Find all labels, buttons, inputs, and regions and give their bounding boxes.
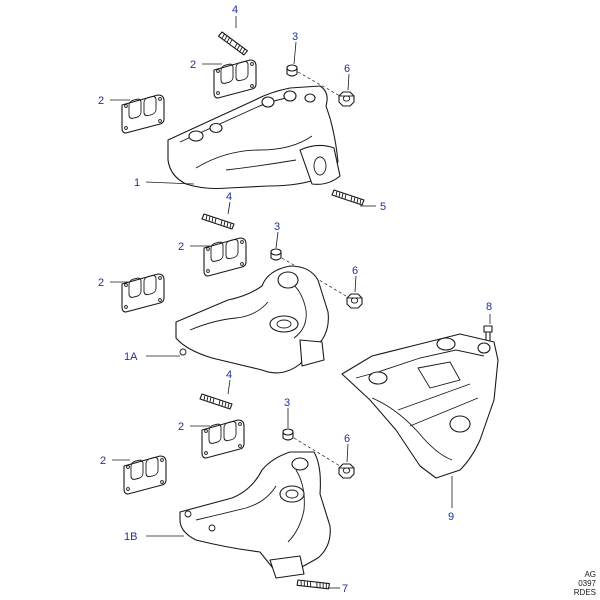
callout-4-top: 4 — [232, 4, 238, 16]
callout-3-top: 3 — [292, 31, 298, 43]
leader-1 — [145, 181, 195, 185]
spacer-3-top — [286, 64, 298, 77]
leader-3-top — [293, 41, 297, 65]
callout-4-mid: 4 — [226, 191, 232, 203]
stud-7 — [295, 573, 332, 596]
leader-6-mid — [354, 275, 357, 293]
leader-6-top — [347, 73, 350, 91]
gasket-2-mid-outer — [121, 273, 165, 313]
leader-4-bottom — [227, 379, 231, 395]
manifold-group-1b — [112, 379, 355, 596]
gasket-2-mid-inner — [203, 237, 247, 277]
exhaust-manifold-1b — [179, 451, 331, 574]
heat-shield-group — [341, 314, 499, 508]
callout-2-top-inner: 2 — [190, 59, 196, 71]
callout-9: 9 — [448, 511, 454, 523]
callout-3-bottom: 3 — [284, 397, 290, 409]
callout-5: 5 — [380, 201, 386, 213]
callout-8: 8 — [486, 301, 492, 313]
gasket-2-top-inner — [213, 59, 257, 99]
heat-shield — [341, 333, 499, 479]
diagram-reference-code: AG 0397 RDES — [574, 570, 596, 597]
gasket-2-top-outer — [121, 94, 165, 134]
callout-6-bottom: 6 — [344, 433, 350, 445]
spacer-3-mid — [270, 248, 282, 261]
callout-2-bottom-outer: 2 — [100, 455, 106, 467]
callout-6-mid: 6 — [352, 265, 358, 277]
nut-6-bottom — [338, 463, 355, 479]
manifold-group-1 — [110, 16, 376, 207]
callout-6-top: 6 — [344, 63, 350, 75]
gasket-2-bottom-outer — [123, 455, 167, 495]
callout-2-mid-outer: 2 — [98, 277, 104, 289]
exhaust-manifold-1a — [175, 265, 329, 374]
reference-line-3: RDES — [573, 588, 596, 597]
callout-7: 7 — [342, 583, 348, 595]
spacer-3-bottom — [282, 428, 294, 441]
stud-4-bottom — [199, 393, 233, 410]
leader-3-mid — [275, 231, 279, 249]
callout-2-bottom-inner: 2 — [178, 421, 184, 433]
stud-4-top — [214, 30, 252, 57]
manifold-group-1a — [110, 201, 363, 374]
callout-1a: 1A — [124, 351, 138, 363]
callout-2-mid-inner: 2 — [178, 241, 184, 253]
callout-4-bottom: 4 — [226, 369, 232, 381]
callout-1b: 1B — [124, 531, 137, 543]
stud-5 — [331, 189, 365, 206]
leader-6-bottom — [346, 443, 349, 463]
reference-line-1: AG — [584, 570, 596, 579]
callout-1: 1 — [134, 177, 140, 189]
callout-3-mid: 3 — [274, 221, 280, 233]
nut-6-mid — [346, 293, 363, 309]
callout-2-top-outer: 2 — [98, 95, 104, 107]
leader-4-mid — [227, 201, 231, 215]
nut-6-top — [338, 91, 355, 107]
reference-line-2: 0397 — [578, 579, 596, 588]
stud-4-mid — [201, 213, 235, 230]
